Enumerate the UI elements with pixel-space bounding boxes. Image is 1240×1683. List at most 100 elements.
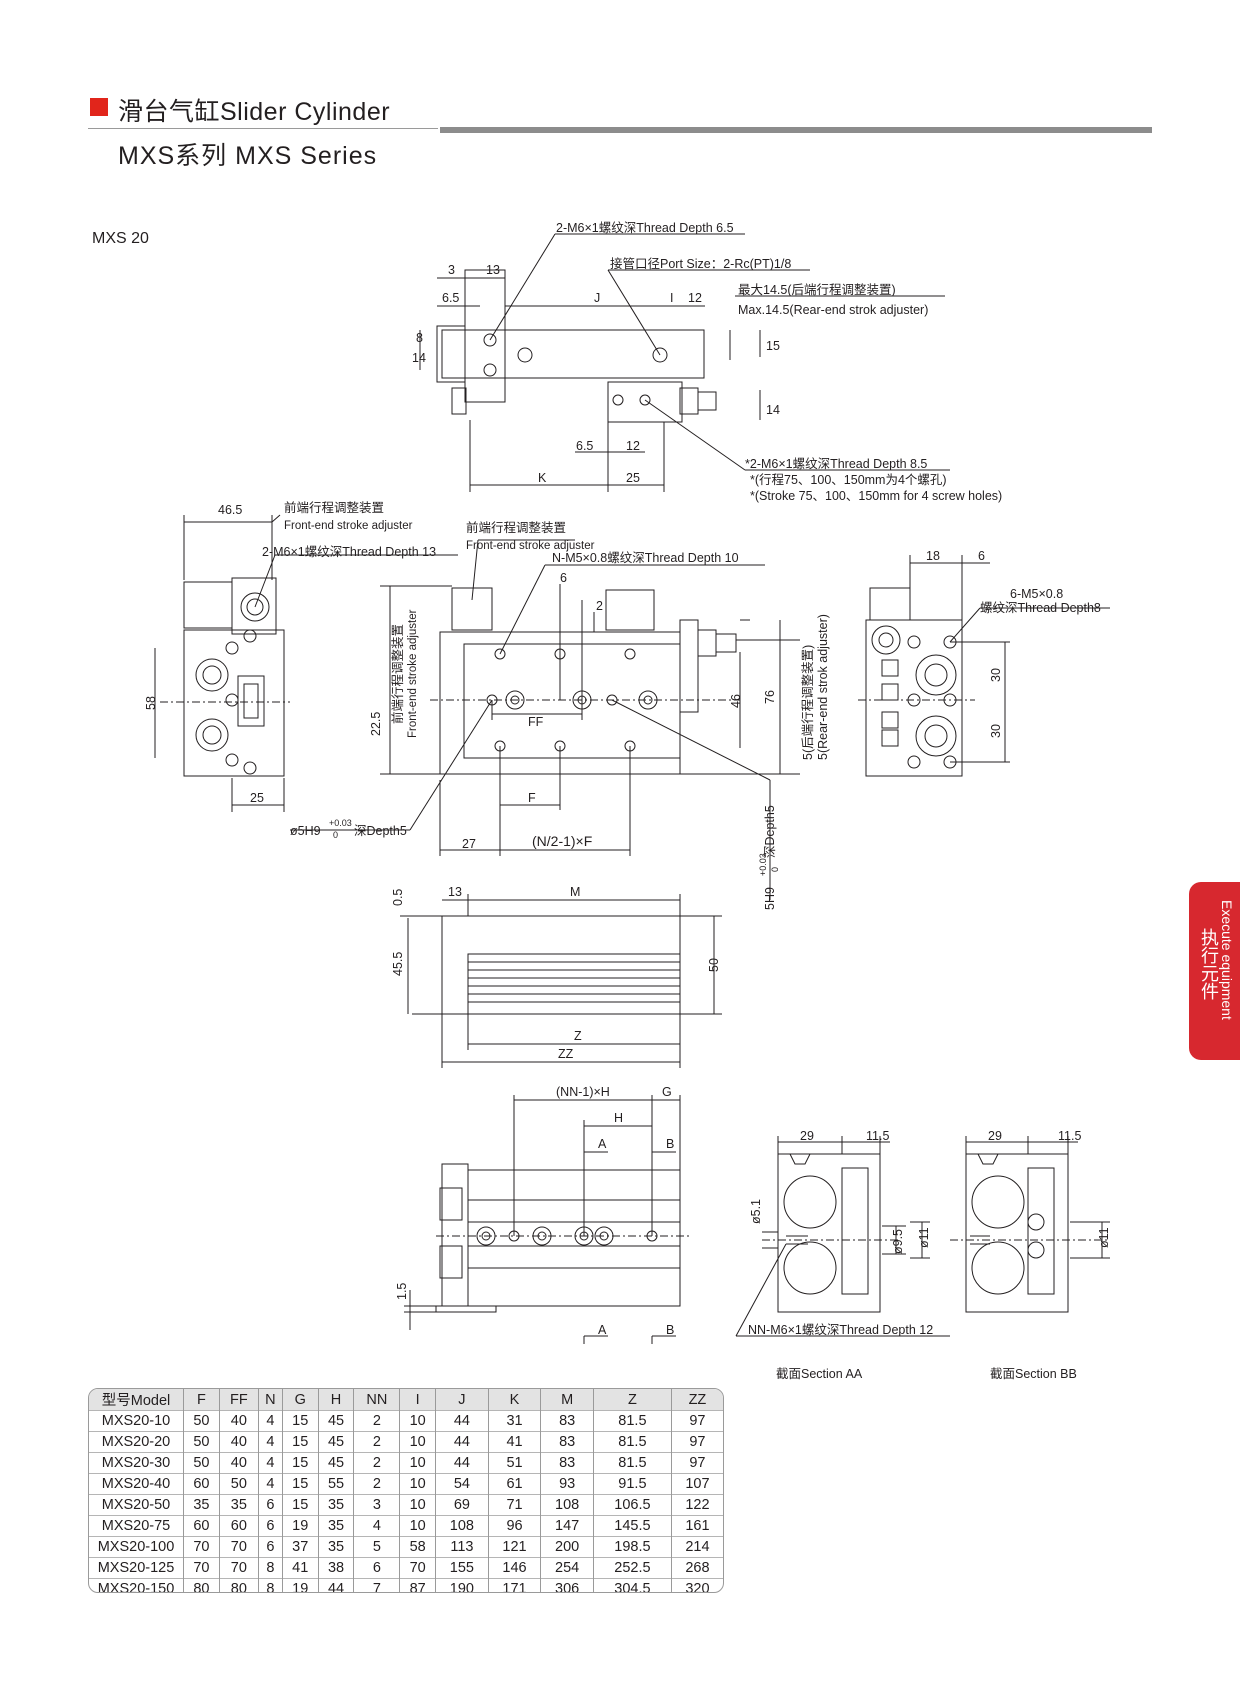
right-view: [858, 555, 1110, 777]
section-bb: [950, 1136, 1110, 1313]
value-cell: 97: [670, 1452, 723, 1474]
value-cell: 145.5: [592, 1515, 672, 1537]
dim: 46.5: [218, 503, 242, 517]
label-right-thread-a: 6-M5×0.8: [1010, 587, 1063, 601]
value-cell: 35: [218, 1494, 259, 1516]
value-cell: 108: [435, 1515, 489, 1537]
dim: 14: [766, 403, 780, 417]
label-section-thread: NN-M6×1螺纹深Thread Depth 12: [748, 1323, 933, 1337]
value-cell: 70: [183, 1557, 220, 1579]
top-view: [419, 233, 950, 492]
dim: G: [662, 1085, 672, 1099]
value-cell: 35: [317, 1494, 354, 1516]
dim: 13: [448, 885, 462, 899]
label-rear-adjust-en: Max.14.5(Rear-end strok adjuster): [738, 303, 928, 317]
label-section-aa: 截面Section AA: [776, 1367, 863, 1381]
left-view-labels: 前端行程调整装置 Front-end stroke adjuster 2-M6×…: [144, 500, 436, 805]
col-header: J: [435, 1389, 489, 1411]
model-cell: MXS20-150: [89, 1578, 184, 1592]
dimension-table: 型号Model F FF N G H NN I J K M Z ZZ MXS20…: [88, 1388, 724, 1593]
dim: ø9.5: [891, 1229, 905, 1254]
label-vert-en: Front-end stroke adjuster: [407, 609, 419, 738]
right-view-labels: 6-M5×0.8 螺纹深Thread Depth8 18 6 30 30: [926, 549, 1101, 738]
value-cell: 97: [670, 1431, 723, 1453]
dim: 6.5: [576, 439, 593, 453]
value-cell: 5: [353, 1536, 400, 1558]
value-cell: 320: [670, 1578, 723, 1592]
side-tab-en: Execute equipment: [1219, 900, 1235, 1020]
value-cell: 19: [281, 1515, 319, 1537]
dim: 25: [626, 471, 640, 485]
value-cell: 50: [183, 1410, 220, 1432]
col-header: F: [183, 1389, 220, 1411]
model-cell: MXS20-30: [89, 1452, 184, 1474]
dim: 29: [800, 1129, 814, 1143]
model-cell: MXS20-40: [89, 1473, 184, 1495]
value-cell: 15: [281, 1494, 319, 1516]
dim: K: [538, 471, 547, 485]
value-cell: 81.5: [592, 1410, 672, 1432]
dim: 12: [688, 291, 702, 305]
value-cell: 4: [257, 1473, 283, 1495]
value-cell: 4: [353, 1515, 400, 1537]
dim: 22.5: [369, 712, 383, 736]
value-cell: 35: [183, 1494, 220, 1516]
label-thread-top: 2-M6×1螺纹深Thread Depth 6.5: [556, 221, 734, 235]
dim: 6.5: [442, 291, 459, 305]
dim: 6: [560, 571, 567, 585]
label-rear-cn: 5(后端行程调整装置): [800, 645, 815, 760]
value-cell: 2: [353, 1452, 400, 1474]
value-cell: 91.5: [592, 1473, 672, 1495]
dim: B: [666, 1137, 674, 1151]
dim: 30: [989, 724, 1003, 738]
value-cell: 8: [257, 1578, 283, 1592]
value-cell: 254: [540, 1557, 594, 1579]
value-cell: 252.5: [592, 1557, 672, 1579]
value-cell: 3: [353, 1494, 400, 1516]
value-cell: 40: [218, 1452, 259, 1474]
value-cell: 106.5: [592, 1494, 672, 1516]
col-header: K: [487, 1389, 541, 1411]
value-cell: 122: [670, 1494, 723, 1516]
dim: 11.5: [1058, 1129, 1081, 1143]
value-cell: 81.5: [592, 1431, 672, 1453]
label-section-bb: 截面Section BB: [990, 1367, 1077, 1381]
dim: 45.5: [391, 952, 405, 976]
label-note-en: *(Stroke 75、100、150mm for 4 screw holes): [750, 489, 1002, 503]
label-rear-en: 5(Rear-end strok adjuster): [816, 614, 830, 760]
value-cell: 83: [540, 1410, 594, 1432]
dim: 76: [763, 690, 777, 704]
dim: ø5.1: [749, 1199, 763, 1224]
value-cell: 268: [670, 1557, 723, 1579]
label-thread-bottom: *2-M6×1螺纹深Thread Depth 8.5: [745, 457, 927, 471]
dim: ZZ: [558, 1047, 574, 1061]
value-cell: 121: [487, 1536, 541, 1558]
value-cell: 44: [435, 1452, 489, 1474]
dim: 6: [978, 549, 985, 563]
value-cell: 40: [218, 1410, 259, 1432]
label-hole-left-tol: +0.03: [329, 818, 352, 828]
dim: 13: [486, 263, 500, 277]
model-cell: MXS20-50: [89, 1494, 184, 1516]
side-view: [400, 894, 722, 1068]
dim: M: [570, 885, 580, 899]
label-hole-right: 5H9: [763, 887, 777, 910]
value-cell: 108: [540, 1494, 594, 1516]
dim: 25: [250, 791, 264, 805]
value-cell: 45: [317, 1452, 354, 1474]
col-header: I: [399, 1389, 436, 1411]
label-hole-left-tol0: 0: [333, 830, 338, 840]
value-cell: 214: [670, 1536, 723, 1558]
value-cell: 6: [353, 1557, 400, 1579]
dim: 11.5: [866, 1129, 889, 1143]
value-cell: 44: [435, 1410, 489, 1432]
label-front-adjust-en: Front-end stroke adjuster: [284, 520, 413, 532]
label-vert-cn: 前端行程调整装置: [390, 624, 405, 724]
value-cell: 83: [540, 1431, 594, 1453]
label-rear-adjust-cn: 最大14.5(后端行程调整装置): [738, 282, 896, 297]
value-cell: 4: [257, 1431, 283, 1453]
middle-view: [290, 539, 800, 900]
